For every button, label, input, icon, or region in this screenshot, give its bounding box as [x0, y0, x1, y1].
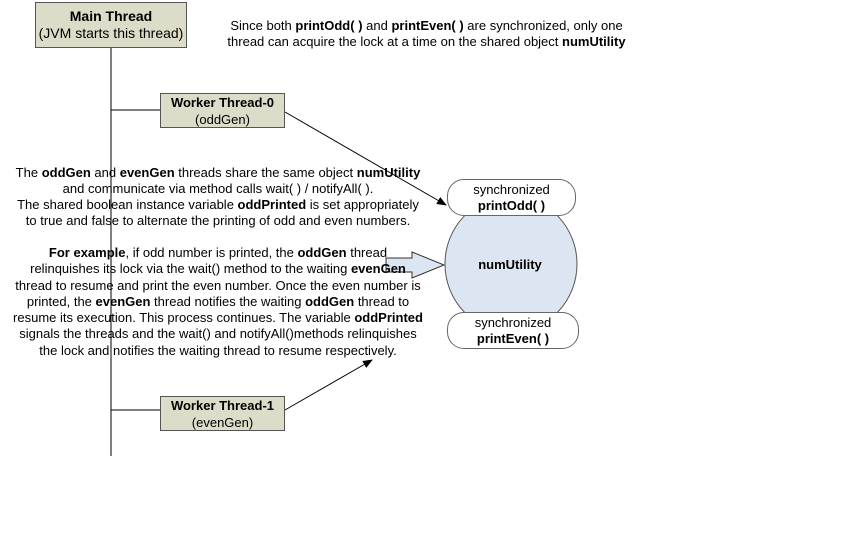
note-text: Since both [230, 18, 296, 33]
shared-object-paragraph: The oddGen and evenGen threads share the… [0, 165, 436, 229]
print-even-label: printEven( ) [476, 331, 550, 346]
main-thread-box: Main Thread (JVM starts this thread) [35, 2, 187, 48]
main-thread-title: Main Thread [69, 8, 153, 24]
note-bold: numUtility [562, 34, 626, 49]
synchronized-keyword: synchronized [473, 182, 550, 197]
para-text: resume its execution. This process conti… [13, 310, 355, 326]
para-line: to true and false to alternate the print… [25, 213, 411, 228]
para-bold: evenGen [350, 261, 406, 277]
arrow-worker0-to-printodd [284, 111, 447, 206]
note-text: are synchronized, only one [463, 18, 623, 33]
arrow-worker1-to-printeven [284, 359, 373, 411]
para-bold: oddPrinted [237, 197, 307, 212]
para-text: thread [346, 245, 388, 260]
worker-thread-0-box: Worker Thread-0 (oddGen) [160, 93, 285, 128]
para-line: and communicate via method calls wait( )… [62, 181, 374, 196]
worker-thread-0-title: Worker Thread-0 [170, 95, 275, 110]
para-text: relinquishes its lock via the wait() met… [30, 261, 351, 277]
para-text: The [15, 165, 42, 180]
para-line: the lock and notifies the waiting thread… [39, 342, 397, 358]
main-thread-subtitle: (JVM starts this thread) [38, 25, 184, 41]
print-odd-method: synchronized printOdd( ) [447, 179, 576, 216]
para-bold: For example [48, 245, 126, 260]
para-bold: oddPrinted [354, 310, 423, 326]
para-text: threads share the same object [174, 165, 357, 180]
para-text: is set appropriately [306, 197, 419, 212]
block-arrow-to-numutility [385, 251, 446, 279]
note-bold: printOdd( ) [295, 18, 363, 33]
para-bold: oddGen [305, 293, 355, 309]
para-bold: evenGen [119, 165, 175, 180]
para-bold: evenGen [95, 293, 151, 309]
num-utility-label: numUtility [478, 257, 542, 272]
para-bold: oddGen [297, 245, 347, 260]
para-text: and [90, 165, 120, 180]
para-text: thread notifies the waiting [150, 293, 306, 309]
para-text: The shared boolean instance variable [17, 197, 238, 212]
synchronization-note: Since both printOdd( ) and printEven( ) … [204, 18, 649, 50]
note-bold: printEven( ) [391, 18, 464, 33]
note-text: thread can acquire the lock at a time on… [227, 34, 563, 49]
synchronized-keyword: synchronized [474, 315, 552, 330]
note-text: and [362, 18, 392, 33]
print-odd-label: printOdd( ) [477, 198, 546, 213]
para-bold: oddGen [41, 165, 91, 180]
print-even-method: synchronized printEven( ) [447, 312, 579, 349]
worker-thread-1-title: Worker Thread-1 [170, 398, 275, 413]
worker-thread-0-subtitle: (oddGen) [195, 112, 250, 127]
worker-thread-1-box: Worker Thread-1 (evenGen) [160, 396, 285, 431]
para-line: thread to resume and print the even numb… [15, 277, 421, 293]
para-text: printed, the [26, 293, 96, 309]
para-text: thread to [354, 293, 410, 309]
para-line: signals the threads and the wait() and n… [19, 326, 417, 342]
worker-thread-1-subtitle: (evenGen) [191, 415, 254, 430]
para-text: , if odd number is printed, the [125, 245, 298, 260]
para-bold: numUtility [356, 165, 421, 180]
example-paragraph: For example, if odd number is printed, t… [0, 245, 436, 359]
